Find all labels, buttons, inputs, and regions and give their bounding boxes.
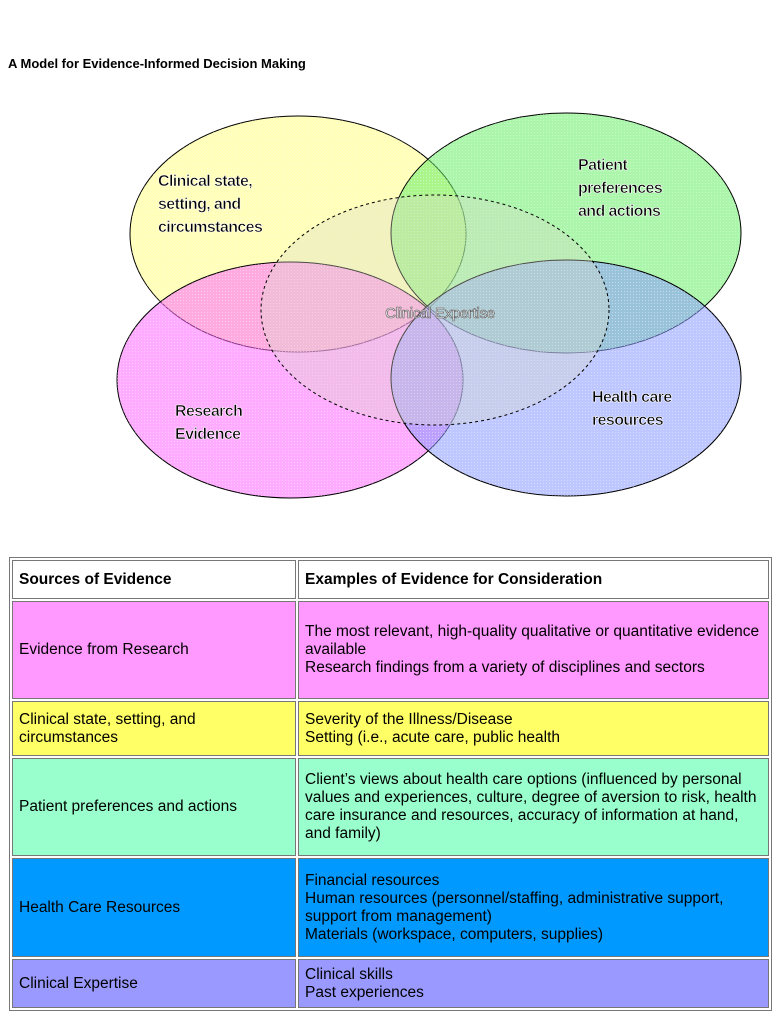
venn-diagram: Clinical Expertise Clinical state, settin… [116,112,742,499]
source-cell: Patient preferences and actions [12,758,296,856]
example-line: Human resources (personnel/staffing, adm… [305,889,724,925]
examples-cell: Client’s views about health care options… [298,758,769,856]
table-row: Evidence from Research The most relevant,… [12,601,769,699]
clinical-state-label-line: Clinical state, [158,173,252,190]
health-care-resources-label: Health care resources [592,389,672,429]
research-evidence-label-line: Research [175,403,242,420]
clinical-state-label-line: circumstances [158,219,263,236]
source-cell: Clinical Expertise [12,959,296,1008]
research-evidence-label-line: Evidence [175,426,241,443]
clinical-state-label-line: setting, and [158,196,241,213]
clinical-state-label: Clinical state, setting, and circumstances [158,173,263,236]
source-cell: Evidence from Research [12,601,296,699]
example-line: Research findings from a variety of disc… [305,659,705,676]
header-sources: Sources of Evidence [12,560,296,599]
patient-preferences-label-line: Patient [578,157,628,174]
health-care-resources-label-line: resources [592,412,664,429]
health-care-resources-label-line: Health care [592,389,672,406]
evidence-table: Sources of Evidence Examples of Evidence… [9,557,772,1011]
health-care-resources-texture [391,260,741,496]
clinical-expertise-label: Clinical Expertise [385,305,495,322]
examples-cell: The most relevant, high-quality qualitat… [298,601,769,699]
source-cell: Clinical state, setting, and circumstanc… [12,701,296,756]
example-line: Setting (i.e., acute care, public health [305,728,561,746]
clinical-expertise-ellipse [260,194,610,426]
example-line: Past experiences [305,983,424,1001]
example-line: Severity of the Illness/Disease [305,710,513,728]
example-line: Client’s views about health care options… [305,771,757,842]
example-line: Materials (workspace, computers, supplie… [305,925,604,943]
example-line: The most relevant, high-quality qualitat… [305,623,760,658]
patient-preferences-label: Patient preferences and actions [578,157,663,220]
source-cell: Health Care Resources [12,858,296,957]
research-evidence-texture [117,262,463,498]
page-title: A Model for Evidence-Informed Decision M… [8,56,306,71]
example-line: Financial resources [305,871,440,889]
table-header-row: Sources of Evidence Examples of Evidence… [12,560,769,599]
example-line: Clinical skills [305,965,393,983]
patient-preferences-label-line: and actions [578,203,661,220]
patient-preferences-label-line: preferences [578,180,663,197]
table-row: Clinical state, setting, and circumstanc… [12,701,769,756]
header-examples: Examples of Evidence for Consideration [298,560,769,599]
